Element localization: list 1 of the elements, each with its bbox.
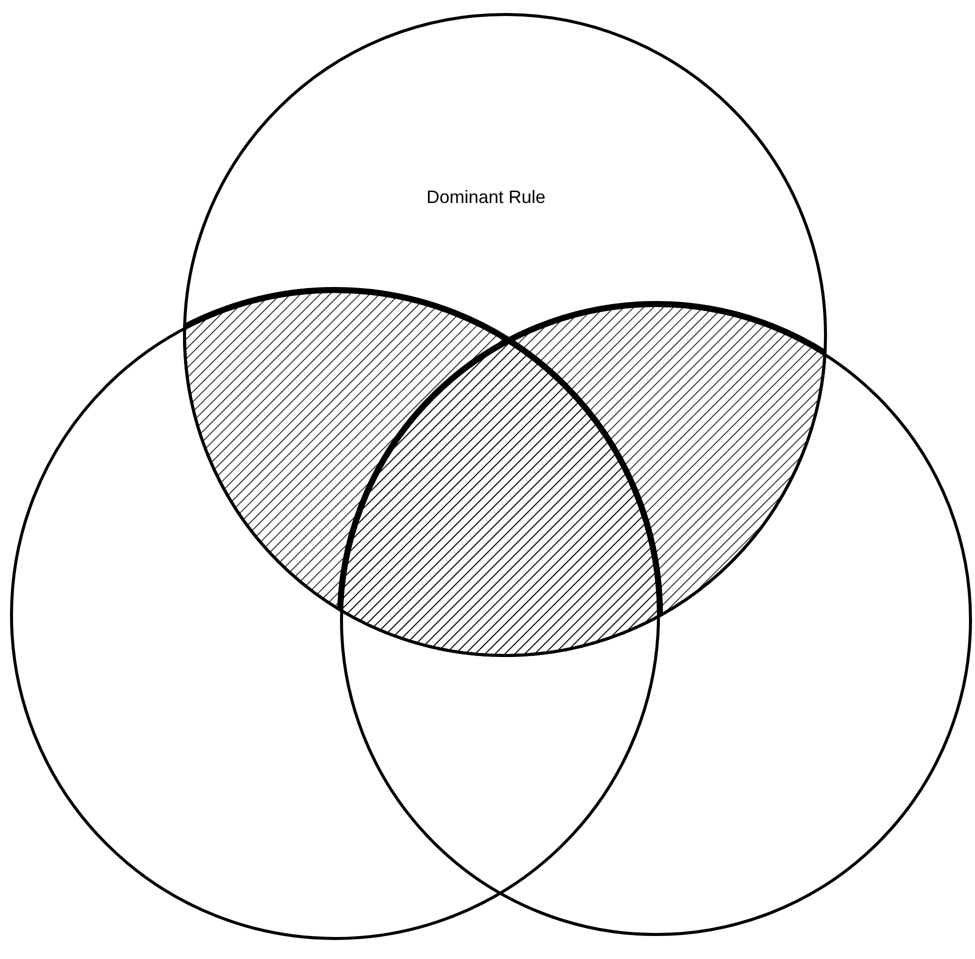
circle-label: Dominant Rule xyxy=(425,186,547,209)
